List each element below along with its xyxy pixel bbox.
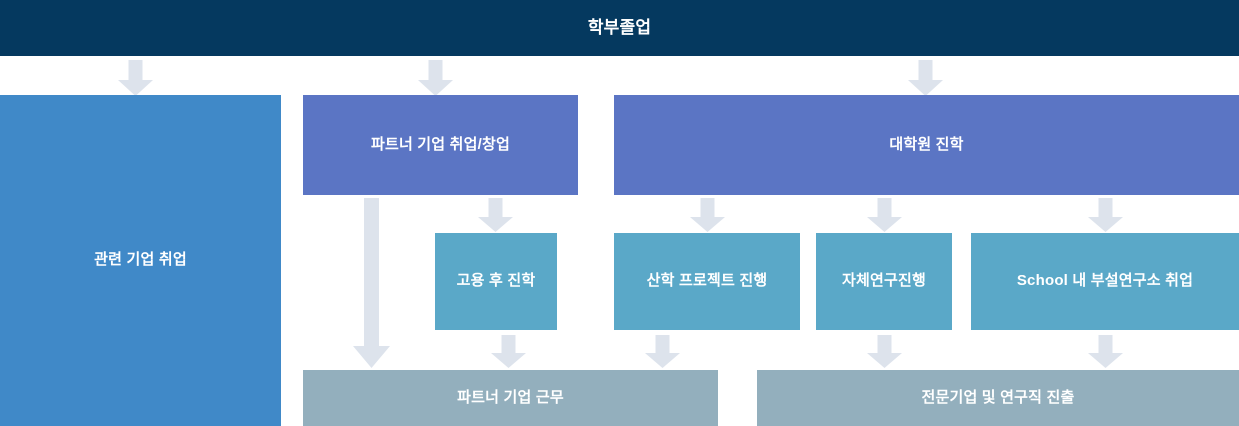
node-industry-academic-project: 산학 프로젝트 진행: [614, 233, 800, 330]
node-study-after-hire: 고용 후 진학: [435, 233, 557, 330]
node-graduate-school: 대학원 진학: [614, 95, 1239, 195]
arrow-root-to-employment: [118, 60, 153, 96]
arrow-grad-school-to-own-research: [867, 198, 902, 232]
node-partner-company-work: 파트너 기업 근무: [303, 370, 718, 426]
node-graduate-school-label: 대학원 진학: [889, 135, 964, 153]
arrow-partner-company-to-study-after-hire: [478, 198, 513, 232]
node-own-research-label: 자체연구진행: [841, 272, 926, 290]
node-partner-company-work-label: 파트너 기업 근무: [457, 388, 564, 406]
node-undergraduate-graduation-label: 학부졸업: [587, 18, 652, 38]
node-specialist-and-research-career-label: 전문기업 및 연구직 진출: [921, 388, 1075, 406]
node-school-affiliated-institute: School 내 부설연구소 취업: [971, 233, 1239, 330]
node-study-after-hire-label: 고용 후 진학: [456, 272, 536, 290]
arrow-own-research-to-specialist-career: [867, 335, 902, 368]
node-industry-academic-project-label: 산학 프로젝트 진행: [646, 272, 768, 290]
arrow-grad-school-to-school-institute: [1088, 198, 1123, 232]
arrow-study-after-hire-to-partner-work: [491, 335, 526, 368]
node-related-company-employment-label: 관련 기업 취업: [94, 251, 187, 269]
arrow-root-to-grad-school: [908, 60, 943, 96]
arrow-school-institute-to-specialist-career: [1088, 335, 1123, 368]
node-partner-company-employment-startup-label: 파트너 기업 취업/창업: [370, 135, 511, 153]
arrow-root-to-partner-company: [418, 60, 453, 96]
node-own-research: 자체연구진행: [816, 233, 952, 330]
arrow-industry-project-to-partner-work: [645, 335, 680, 368]
node-undergraduate-graduation: 학부졸업: [0, 0, 1239, 56]
arrow-grad-school-to-industry-project: [690, 198, 725, 232]
arrow-partner-company-to-partner-work: [353, 198, 390, 368]
node-related-company-employment: 관련 기업 취업: [0, 95, 281, 426]
node-partner-company-employment-startup: 파트너 기업 취업/창업: [303, 95, 578, 195]
node-specialist-and-research-career: 전문기업 및 연구직 진출: [757, 370, 1239, 426]
node-school-affiliated-institute-label: School 내 부설연구소 취업: [1016, 272, 1194, 290]
